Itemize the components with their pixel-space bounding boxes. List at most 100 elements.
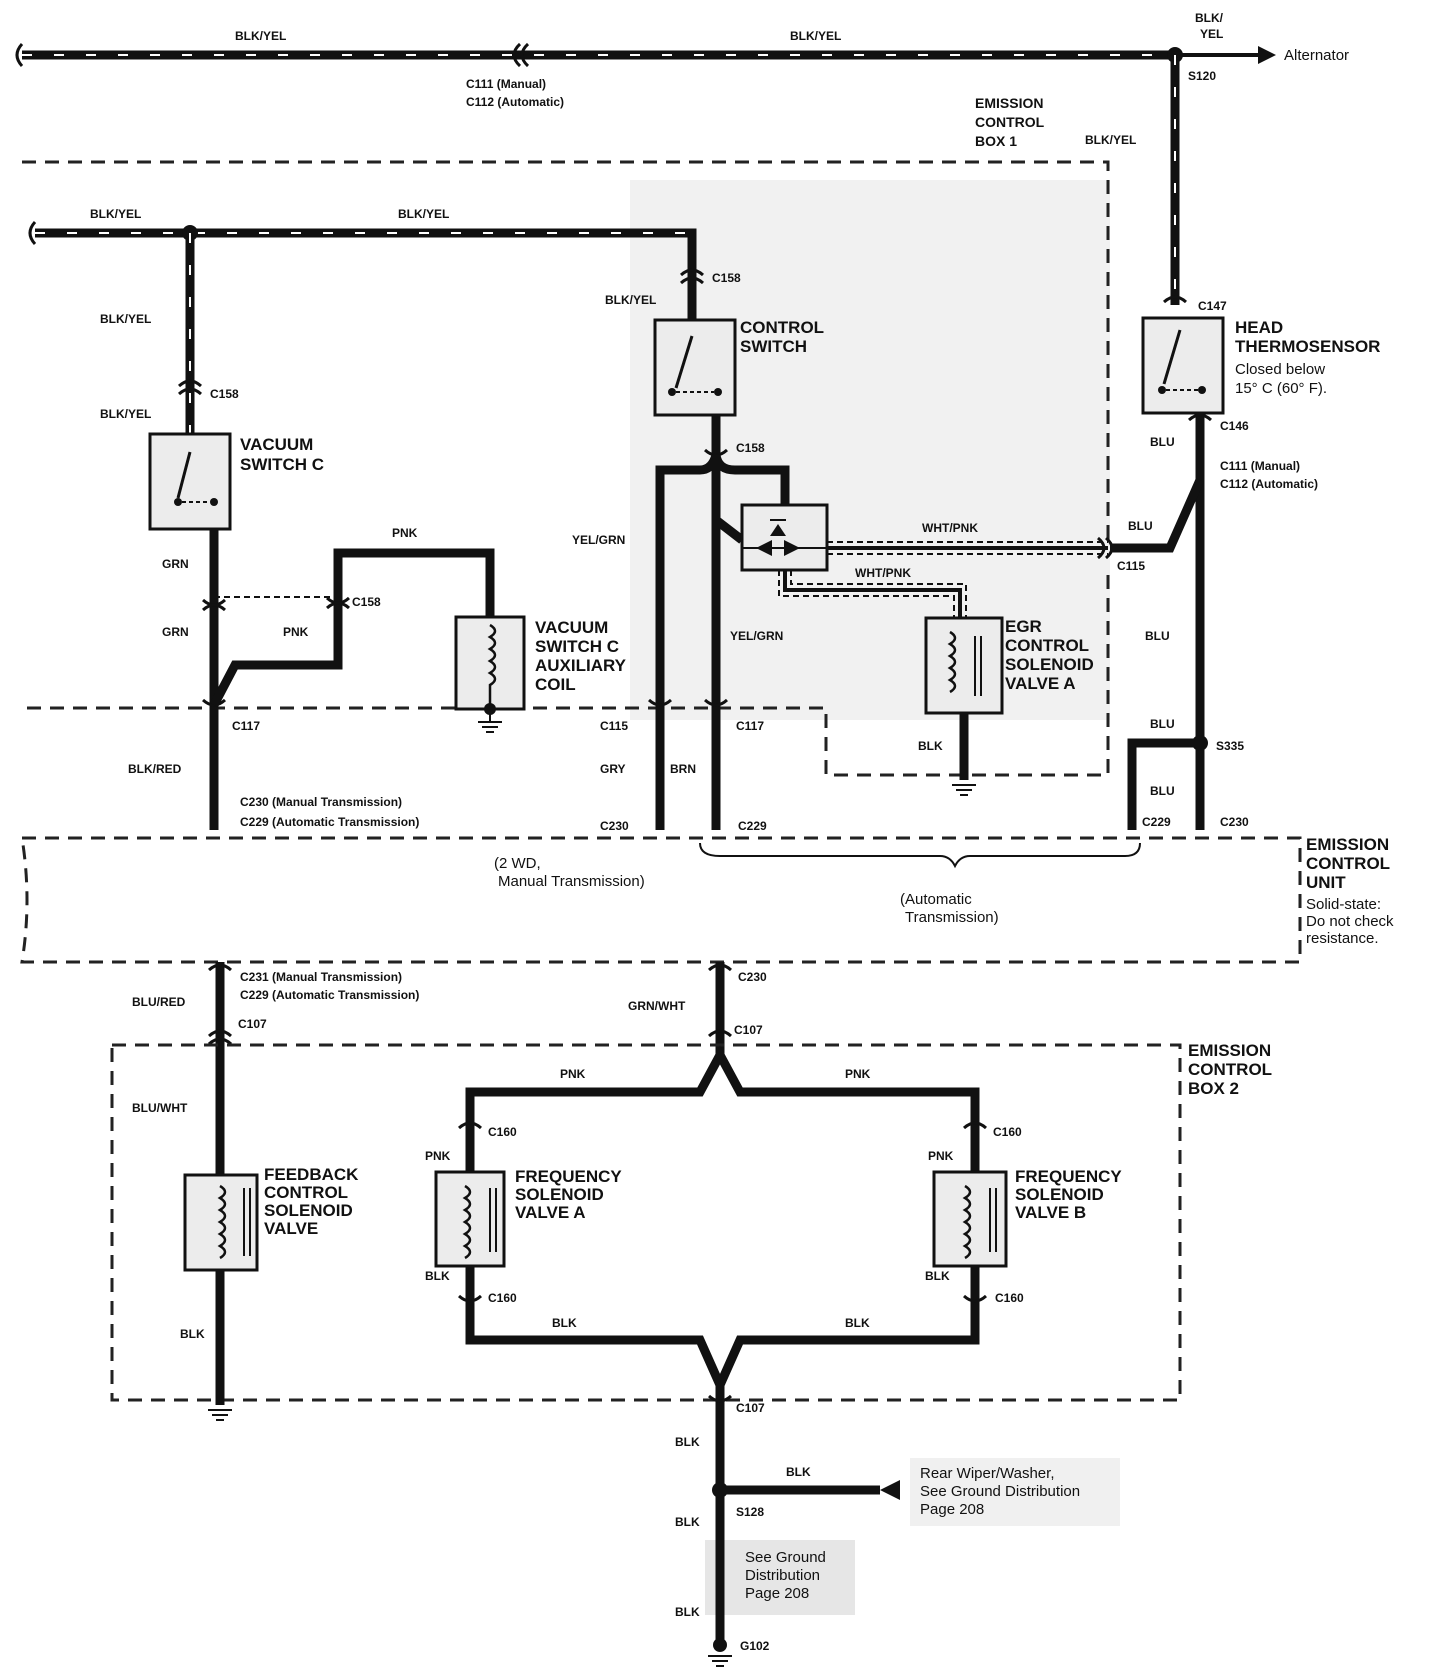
wire-label: BLK/YEL <box>605 293 656 307</box>
connector-label: C230 <box>600 819 629 833</box>
connector-label: S335 <box>1216 739 1244 753</box>
connector-label: C107 <box>238 1017 267 1031</box>
wire-label: BLU <box>1150 717 1175 731</box>
rear-wiper-note: See Ground Distribution <box>920 1483 1080 1500</box>
wire-label: BLK <box>425 1269 450 1283</box>
coil-icon <box>487 623 497 708</box>
aux-coil-label: VACUUM <box>535 618 608 637</box>
connector-label: C158 <box>352 595 381 609</box>
see-ground-note: Page 208 <box>745 1585 809 1602</box>
ecu-note: Do not check <box>1306 913 1394 930</box>
connector-label: C112 (Automatic) <box>466 95 564 109</box>
aux-coil-label: AUXILIARY <box>535 656 627 675</box>
wire-label: BLK <box>180 1327 205 1341</box>
connector-label: C160 <box>993 1125 1022 1139</box>
wire-label: BLK <box>918 739 943 753</box>
ground-icon <box>478 709 502 733</box>
connector-label: C158 <box>210 387 239 401</box>
wire-label: BLK/RED <box>128 762 182 776</box>
wire-label: PNK <box>560 1067 586 1081</box>
yel-grn-wire-right <box>711 454 790 830</box>
wire-label: BLU <box>1128 519 1153 533</box>
connector-label: C117 <box>736 719 764 733</box>
connector-label: S128 <box>736 1505 764 1519</box>
feedback-label: CONTROL <box>264 1183 348 1202</box>
wire-label: BLK/YEL <box>100 312 151 326</box>
aux-coil-label: SWITCH C <box>535 637 619 656</box>
wire-label: BLU <box>1150 435 1175 449</box>
coil-icon <box>962 1184 972 1260</box>
pnk-wire <box>210 548 495 708</box>
see-ground-note: See Ground <box>745 1549 826 1566</box>
arrow-icon <box>880 1480 900 1500</box>
freq-b-label: VALVE B <box>1015 1203 1086 1222</box>
alternator-arrow <box>1175 46 1276 64</box>
wire-label: WHT/PNK <box>922 521 978 535</box>
head-thermosensor <box>1141 316 1225 415</box>
wire-label: GRY <box>600 762 626 776</box>
auto-bracket <box>699 842 1141 869</box>
switch-icon <box>174 451 218 506</box>
connector-label: G102 <box>740 1639 770 1653</box>
diode-icon <box>742 519 827 556</box>
wire-label: BLU/RED <box>132 995 186 1009</box>
feedback-label: FEEDBACK <box>264 1165 359 1184</box>
connector-label: C115 <box>1117 559 1145 573</box>
diode-module <box>740 503 829 572</box>
ecu-title: CONTROL <box>1306 854 1390 873</box>
wire-label: PNK <box>845 1067 871 1081</box>
ecu-auto: (Automatic <box>900 891 972 908</box>
switch-icon <box>668 335 722 396</box>
connector-label: C107 <box>734 1023 763 1037</box>
connector-label: C230 <box>1220 815 1249 829</box>
connector-label: C229 (Automatic Transmission) <box>240 988 419 1002</box>
egr-label: CONTROL <box>1005 636 1089 655</box>
ground-icon <box>208 1409 232 1421</box>
wire-label: BLK <box>675 1515 700 1529</box>
wire-label: BLK/YEL <box>90 207 141 221</box>
see-ground-note: Distribution <box>745 1567 820 1584</box>
egr-label: VALVE A <box>1005 674 1076 693</box>
connector-label: S120 <box>1188 69 1216 83</box>
box1-title: EMISSION <box>975 95 1043 111</box>
wire-label: YEL/GRN <box>572 533 625 547</box>
connector-label: C111 (Manual) <box>1220 459 1300 473</box>
wire-label: BLU <box>1150 784 1175 798</box>
wire-label: BLK <box>845 1316 870 1330</box>
wire-label: BLK <box>552 1316 577 1330</box>
rear-wiper-shade <box>910 1458 1120 1526</box>
connector-label: C112 (Automatic) <box>1220 477 1318 491</box>
ecu-auto: Transmission) <box>905 909 999 926</box>
control-switch-shade <box>630 180 1110 720</box>
wire-label: BLK/YEL <box>100 407 151 421</box>
ecu-note: resistance. <box>1306 930 1379 947</box>
ecu-title: EMISSION <box>1306 835 1389 854</box>
rear-wiper-note: Rear Wiper/Washer, <box>920 1465 1054 1482</box>
connector-label: C160 <box>488 1125 517 1139</box>
box1-bus-wire <box>28 220 697 270</box>
wire-label: BLK <box>925 1269 950 1283</box>
blu-wire-c229 <box>1127 738 1200 830</box>
feedback-label: VALVE <box>264 1219 318 1238</box>
wire-label: BLU/WHT <box>132 1101 188 1115</box>
connector-label: C158 <box>736 441 765 455</box>
connector-label: C160 <box>995 1291 1024 1305</box>
g102-ground-point <box>713 1638 727 1652</box>
ground-icon <box>708 1655 732 1667</box>
wire-label: BLK <box>675 1435 700 1449</box>
wire-label: BLK <box>675 1605 700 1619</box>
vacuum-switch-c <box>148 432 232 531</box>
ecu-title: UNIT <box>1306 873 1346 892</box>
emission-control-unit <box>20 836 1302 964</box>
wire-label: PNK <box>425 1149 451 1163</box>
box2-title: EMISSION <box>1188 1041 1271 1060</box>
top-bus-wire <box>15 42 1175 68</box>
head-thermo-label: HEAD <box>1235 318 1283 337</box>
head-thermo-note: 15° C (60° F). <box>1235 380 1327 397</box>
freq-a-label: SOLENOID <box>515 1185 604 1204</box>
wire-label: GRN <box>162 557 189 571</box>
wht-pnk-wire-2 <box>783 570 962 618</box>
freq-a-label: FREQUENCY <box>515 1167 622 1186</box>
wire-label: YEL <box>1200 27 1223 41</box>
